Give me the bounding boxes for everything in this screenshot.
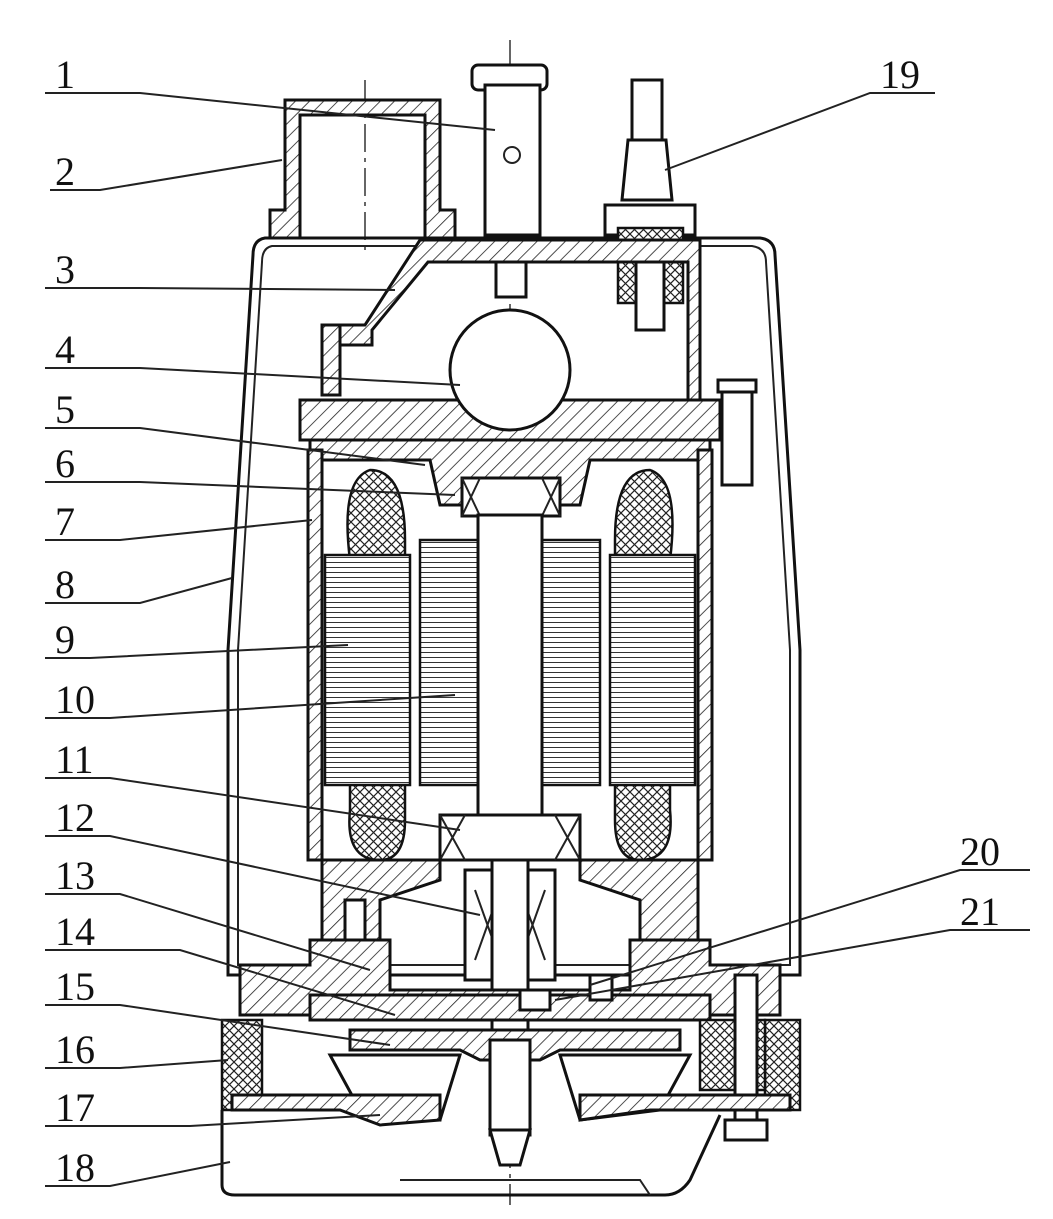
base-stand	[220, 1110, 722, 1197]
label-2: 2	[55, 149, 75, 194]
label-1: 1	[55, 52, 75, 97]
stator-core-right	[608, 553, 697, 787]
label-15: 15	[55, 964, 95, 1009]
rotor-left	[418, 538, 482, 787]
handle-body	[483, 83, 542, 237]
label-9: 9	[55, 617, 75, 662]
label-8: 8	[55, 562, 75, 607]
top-cover-left-wall	[320, 323, 342, 397]
wear-plate	[308, 993, 712, 1022]
rotor-right	[538, 538, 602, 787]
label-12: 12	[55, 795, 95, 840]
side-bolt	[720, 383, 754, 487]
label-16: 16	[55, 1027, 95, 1072]
cable-sleeve	[620, 138, 674, 202]
label-20: 20	[960, 829, 1000, 874]
suction-plate-left	[230, 1093, 442, 1127]
upper-bearing-balls	[461, 477, 561, 517]
label-21: 21	[960, 889, 1000, 934]
label-7: 7	[55, 499, 75, 544]
lower-bearing	[438, 813, 582, 862]
cable	[630, 78, 664, 142]
upper-bearing	[460, 476, 562, 518]
outlet-pipe	[268, 98, 457, 240]
part-labels: 1 2 3 4 5 6 7 8 9 10 11 12 13 14 15 16 1…	[55, 52, 1000, 1190]
base-bolt-nut	[723, 1118, 769, 1142]
label-18: 18	[55, 1145, 95, 1190]
shaft-top-stub	[494, 260, 528, 299]
upper-bearing-housing	[308, 438, 712, 507]
lower-housing-right	[578, 858, 700, 947]
shaft-tip	[488, 1128, 532, 1167]
leader-lines	[45, 92, 1030, 1187]
label-19: 19	[880, 52, 920, 97]
outer-casing	[226, 236, 802, 977]
stator-core-left	[323, 553, 412, 787]
motor-shaft	[476, 513, 544, 817]
label-11: 11	[55, 737, 94, 782]
label-14: 14	[55, 909, 95, 954]
suction-plate-right	[578, 1093, 792, 1122]
label-10: 10	[55, 677, 95, 722]
label-4: 4	[55, 327, 75, 372]
mechanical-seal-marks	[474, 889, 546, 961]
base-stand-inner	[400, 1179, 651, 1196]
float-ball	[448, 308, 572, 432]
label-3: 3	[55, 247, 75, 292]
handle-hole	[503, 146, 521, 164]
impeller-nut	[488, 1038, 532, 1137]
label-5: 5	[55, 387, 75, 432]
label-17: 17	[55, 1085, 95, 1130]
side-bolt-head	[716, 378, 758, 394]
motor-housing-left	[306, 448, 324, 862]
lower-bearing-balls	[439, 814, 581, 861]
outer-casing-inner-wall	[237, 245, 791, 966]
motor-housing-right	[696, 448, 714, 862]
label-13: 13	[55, 853, 95, 898]
label-6: 6	[55, 441, 75, 486]
retaining-ring	[518, 988, 552, 1012]
